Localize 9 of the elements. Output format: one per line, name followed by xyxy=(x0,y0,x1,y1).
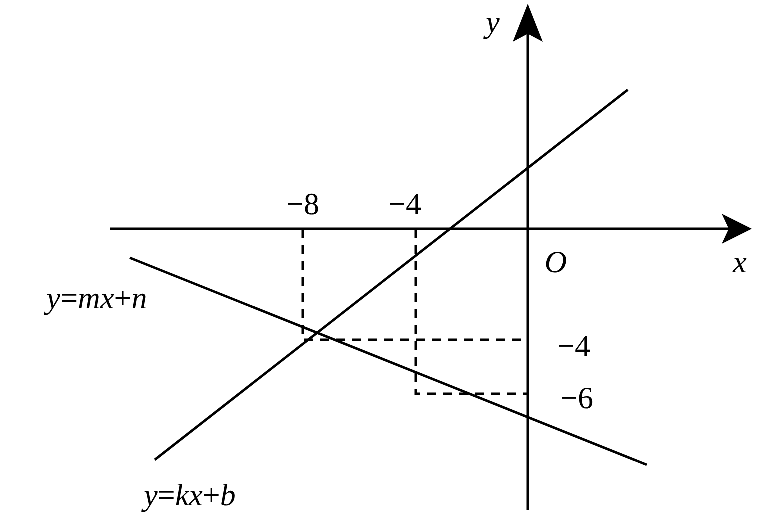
line-label: y=kx+b xyxy=(144,480,236,510)
tick-label: −8 xyxy=(286,188,320,220)
axis-label: x xyxy=(733,246,747,278)
tick-label: −4 xyxy=(388,188,422,220)
tick-label: −4 xyxy=(558,330,590,362)
origin-label: O xyxy=(544,246,568,278)
axis-label: y xyxy=(486,6,500,38)
line-label: y=mx+n xyxy=(46,282,148,314)
tick-label: −6 xyxy=(560,382,594,414)
